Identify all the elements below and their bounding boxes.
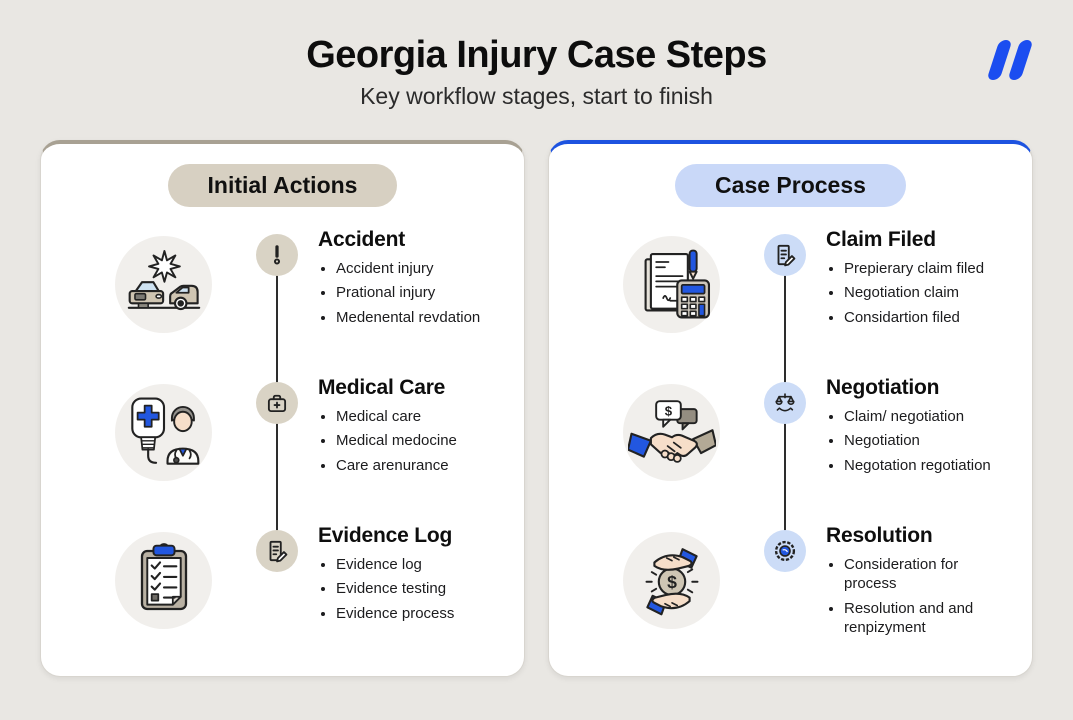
card-case-process: Case Process bbox=[548, 139, 1033, 677]
step-row-evidence-log: Evidence Log Evidence log Evidence testi… bbox=[41, 520, 524, 668]
svg-text:$: $ bbox=[667, 572, 677, 592]
bullet-item: Accident injury bbox=[336, 259, 498, 279]
bullet-item: Evidence testing bbox=[336, 579, 498, 599]
bullet-item: Care arenurance bbox=[336, 456, 498, 476]
card-header-pill: Case Process bbox=[675, 163, 906, 207]
step-bullets: Medical care Medical medocine Care arenu… bbox=[318, 407, 498, 476]
medical-kit-icon bbox=[256, 381, 298, 424]
bullet-item: Evidence process bbox=[336, 604, 498, 624]
step-row-claim-filed: Claim Filed Prepierary claim filed Negot… bbox=[549, 224, 1032, 372]
bullet-item: Medenental revdation bbox=[336, 308, 498, 328]
cards-container: Initial Actions bbox=[0, 139, 1073, 677]
doctor-iv-illustration bbox=[115, 383, 212, 481]
step-bullets: Consideration for process Resolution and… bbox=[826, 555, 1006, 638]
step-row-negotiation: $ bbox=[549, 372, 1032, 520]
steps-timeline: Claim Filed Prepierary claim filed Negot… bbox=[549, 224, 1032, 668]
bullet-item: Prepierary claim filed bbox=[844, 259, 1006, 279]
scales-hand-icon bbox=[764, 381, 806, 424]
steps-timeline: Accident Accident injury Prational injur… bbox=[41, 224, 524, 668]
step-bullets: Evidence log Evidence testing Evidence p… bbox=[318, 555, 498, 624]
bullet-item: Prational injury bbox=[336, 283, 498, 303]
step-title: Resolution bbox=[826, 523, 933, 547]
step-bullets: Claim/ negotiation Negotiation Negotatio… bbox=[826, 407, 1006, 476]
card-initial-actions: Initial Actions bbox=[40, 139, 525, 677]
exclamation-icon bbox=[256, 233, 298, 276]
page-subtitle: Key workflow stages, start to finish bbox=[360, 82, 713, 109]
bullet-item: Medical medocine bbox=[336, 431, 498, 451]
step-title: Claim Filed bbox=[826, 227, 936, 251]
step-row-accident: Accident Accident injury Prational injur… bbox=[41, 224, 524, 372]
bullet-item: Considartion filed bbox=[844, 308, 1006, 328]
document-pen-icon bbox=[256, 529, 298, 572]
bullet-item: Evidence log bbox=[336, 555, 498, 575]
card-header-pill: Initial Actions bbox=[167, 163, 398, 207]
page-title: Georgia Injury Case Steps bbox=[306, 34, 767, 76]
step-title: Medical Care bbox=[318, 375, 446, 399]
handshake-illustration: $ bbox=[623, 383, 720, 481]
car-crash-illustration bbox=[115, 235, 212, 333]
double-slash-logo-icon bbox=[985, 40, 1034, 80]
bullet-item: Negotiation bbox=[844, 431, 1006, 451]
medal-icon bbox=[764, 529, 806, 572]
step-title: Accident bbox=[318, 227, 406, 251]
svg-text:$: $ bbox=[664, 403, 672, 418]
document-calculator-illustration bbox=[623, 235, 720, 333]
bullet-item: Resolution and and renpizyment bbox=[844, 599, 1006, 638]
step-row-resolution: $ bbox=[549, 520, 1032, 668]
step-bullets: Accident injury Prational injury Medenen… bbox=[318, 259, 498, 328]
bullet-item: Medical care bbox=[336, 407, 498, 427]
step-bullets: Prepierary claim filed Negotiation claim… bbox=[826, 259, 1006, 328]
bullet-item: Negotiation claim bbox=[844, 283, 1006, 303]
coin-hands-illustration: $ bbox=[623, 531, 720, 629]
step-row-medical-care: Medical Care Medical care Medical medoci… bbox=[41, 372, 524, 520]
header: Georgia Injury Case Steps Key workflow s… bbox=[0, 0, 1073, 110]
bullet-item: Consideration for process bbox=[844, 555, 1006, 594]
document-pen-icon bbox=[764, 233, 806, 276]
step-title: Evidence Log bbox=[318, 523, 453, 547]
bullet-item: Negotation regotiation bbox=[844, 456, 1006, 476]
step-title: Negotiation bbox=[826, 375, 940, 399]
bullet-item: Claim/ negotiation bbox=[844, 407, 1006, 427]
clipboard-checklist-illustration bbox=[115, 531, 212, 629]
